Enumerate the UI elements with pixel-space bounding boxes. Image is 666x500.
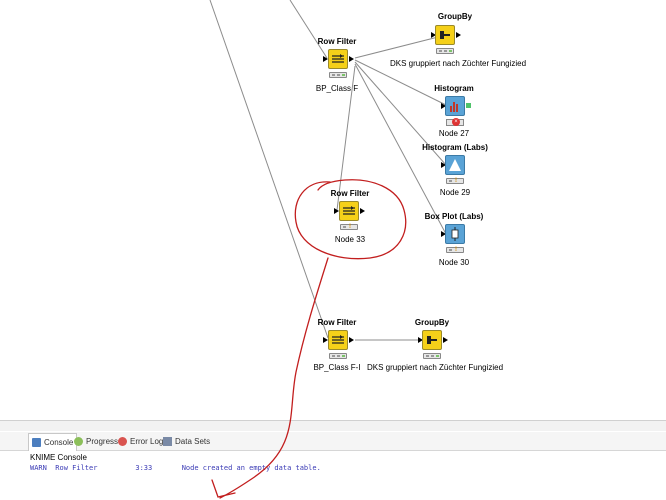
node-label[interactable]: Node 27	[438, 129, 470, 138]
output-port[interactable]	[456, 32, 461, 38]
tab-label: Console	[44, 438, 74, 447]
node-title: Histogram (Labs)	[422, 143, 488, 152]
wire-rowfilter-to-boxplot	[354, 63, 447, 235]
panel-splitter[interactable]	[0, 420, 666, 431]
node-histogram[interactable]: Histogram × Node 27	[389, 84, 519, 140]
console-tab-bar: Console Progress Error Log Data Sets	[0, 432, 666, 451]
node-title: Box Plot (Labs)	[424, 212, 484, 221]
status-indicator	[329, 72, 347, 78]
node-title: Histogram	[434, 84, 474, 93]
node-boxplot[interactable]: Box Plot (Labs) ! Node 30	[389, 212, 519, 268]
output-port[interactable]	[349, 56, 354, 62]
node-label[interactable]: Node 29	[439, 188, 471, 197]
status-indicator	[329, 353, 347, 359]
wire-to-rowfilter-top	[289, 0, 328, 59]
row-filter-icon[interactable]	[339, 201, 359, 221]
progress-icon	[74, 436, 83, 446]
node-title: GroupBy	[437, 12, 473, 21]
console-title: KNIME Console	[30, 453, 87, 462]
error-status-icon: ×	[446, 118, 464, 126]
console-icon	[32, 438, 41, 447]
warning-status-indicator: !	[446, 178, 464, 184]
node-label[interactable]: BP_Class F-I	[313, 363, 361, 372]
wire-rowfilter-to-histogram	[354, 59, 447, 106]
node-label[interactable]: DKS gruppiert nach Züchter Fungizied	[390, 59, 527, 68]
node-title: Row Filter	[317, 318, 357, 327]
input-port[interactable]	[431, 32, 436, 38]
output-port[interactable]	[360, 208, 365, 214]
input-port[interactable]	[441, 231, 446, 237]
tab-label: Error Log	[130, 436, 164, 446]
histogram-icon[interactable]	[445, 96, 465, 116]
warning-status-indicator: !	[340, 224, 358, 230]
input-port[interactable]	[441, 103, 446, 109]
tab-progress[interactable]: Progress	[74, 435, 118, 447]
box-plot-icon[interactable]	[445, 224, 465, 244]
node-title: Row Filter	[330, 189, 370, 198]
input-port[interactable]	[323, 56, 328, 62]
node-groupby-top[interactable]: GroupBy DKS gruppiert nach Züchter Fungi…	[390, 12, 527, 72]
groupby-icon[interactable]	[422, 330, 442, 350]
error-log-icon	[118, 436, 127, 446]
tab-label: Progress	[86, 436, 119, 446]
wire-rowfilter-to-histogram-labs	[354, 61, 447, 166]
node-rowfilter-top[interactable]: Row Filter BP_Class F	[272, 37, 402, 97]
workflow-canvas[interactable]: GroupBy DKS gruppiert nach Züchter Fungi…	[0, 0, 666, 420]
node-title: Row Filter	[317, 37, 357, 46]
node-histogram-labs[interactable]: Histogram (Labs) ! Node 29	[390, 143, 520, 199]
row-filter-icon[interactable]	[328, 330, 348, 350]
input-port[interactable]	[441, 162, 446, 168]
status-indicator	[423, 353, 441, 359]
row-filter-icon[interactable]	[328, 49, 348, 69]
tab-error-log[interactable]: Error Log	[118, 435, 163, 447]
node-label[interactable]: DKS gruppiert nach Züchter Fungizied	[367, 363, 504, 372]
view-port[interactable]	[466, 103, 471, 108]
tab-data-sets[interactable]: Data Sets	[163, 435, 210, 447]
node-label[interactable]: Node 30	[438, 258, 470, 267]
status-indicator	[436, 48, 454, 54]
data-sets-icon	[163, 436, 172, 446]
output-port[interactable]	[349, 337, 354, 343]
tab-label: Data Sets	[175, 436, 211, 446]
output-port[interactable]	[443, 337, 448, 343]
warning-status-indicator: !	[446, 247, 464, 253]
node-title: GroupBy	[414, 318, 450, 327]
node-groupby-bottom[interactable]: GroupBy DKS gruppiert nach Züchter Fungi…	[367, 318, 504, 374]
histogram-labs-icon[interactable]	[445, 155, 465, 175]
node-label[interactable]: BP_Class F	[315, 84, 359, 93]
wire-rowfilter-to-groupby	[354, 34, 447, 59]
node-rowfilter-bottom[interactable]: Row Filter BP_Class F-I	[272, 318, 402, 374]
console-warning-line[interactable]: WARN Row Filter 3:33 Node created an emp…	[30, 464, 321, 472]
input-port[interactable]	[418, 337, 423, 343]
tab-console[interactable]: Console	[28, 433, 78, 451]
groupby-icon[interactable]	[435, 25, 455, 45]
